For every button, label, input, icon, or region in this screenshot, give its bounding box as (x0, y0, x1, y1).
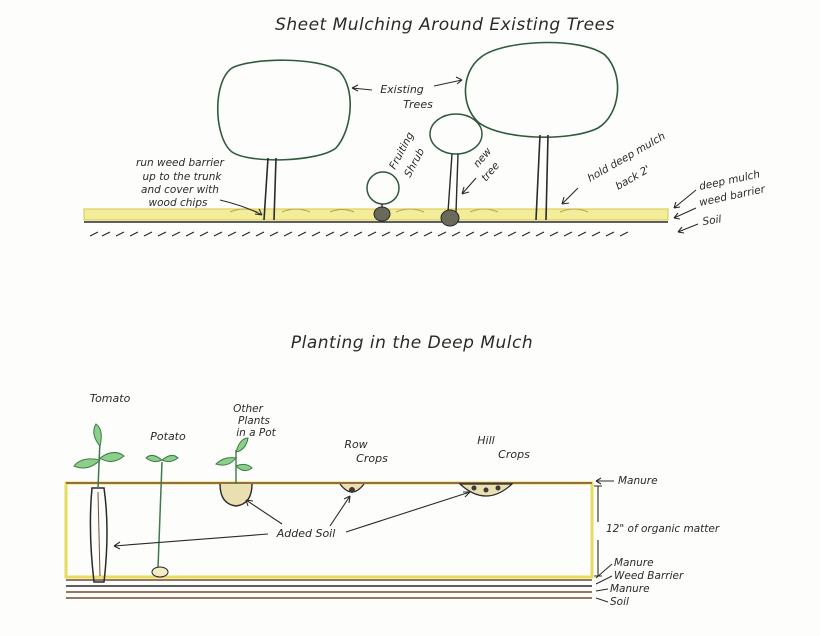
top-title: Sheet Mulching Around Existing Trees (275, 15, 615, 35)
other-plants-label-1: Other (233, 403, 263, 415)
top-soil-hatch (89, 231, 629, 237)
row-crop-seed (339, 483, 365, 493)
existing-trees-arrows (351, 76, 463, 92)
added-soil-arrows (113, 491, 471, 550)
tomato-plant (73, 423, 125, 583)
other-plants-label-2: Plants (238, 415, 270, 427)
potato-plant (145, 454, 179, 578)
new-tree-arrow (461, 177, 477, 195)
fruiting-shrub (366, 171, 400, 222)
top-layer-soil: Soil (702, 213, 722, 228)
new-tree (429, 113, 483, 227)
run-barrier-label-4: wood chips (149, 197, 208, 209)
bottom-layer-arrows (595, 563, 613, 603)
other-plants-label-3: in a Pot (236, 427, 276, 439)
tomato-label: Tomato (90, 392, 131, 405)
existing-tree-right (464, 41, 619, 221)
run-barrier-label-3: and cover with (141, 184, 219, 196)
layer-soil: Soil (610, 596, 629, 608)
bottom-title: Planting in the Deep Mulch (291, 333, 533, 353)
organic-matter-layer (64, 481, 594, 579)
existing-tree-left (217, 59, 351, 221)
layer-manure-mid: Manure (614, 557, 654, 569)
hill-crops-label-1: Hill (477, 434, 494, 447)
layer-manure-top: Manure (618, 475, 658, 487)
row-crops-label-2: Crops (356, 452, 388, 465)
hill-crops-label-2: Crops (498, 448, 530, 461)
added-soil-label: Added Soil (276, 527, 336, 540)
mulch-edge-marks (229, 208, 589, 213)
organic-matter-bracket (594, 485, 602, 577)
top-layer-arrows (673, 189, 699, 234)
layer-organic-matter: 12" of organic matter (606, 523, 720, 535)
existing-trees-label-1: Existing (380, 83, 424, 96)
bottom-mulch-bed (64, 481, 594, 599)
row-crops-label-1: Row (344, 438, 367, 451)
layer-manure-low: Manure (610, 583, 650, 595)
hill-crop-mound (458, 483, 514, 497)
existing-trees-label-2: Trees (403, 98, 433, 111)
run-barrier-label-2: up to the trunk (143, 171, 223, 183)
potted-plant (215, 437, 253, 507)
hold-mulch-arrow (561, 187, 579, 205)
run-barrier-arrow (219, 199, 263, 216)
potato-label: Potato (150, 430, 186, 443)
manure-top-arrow (595, 477, 614, 485)
layer-weed-barrier: Weed Barrier (614, 570, 684, 582)
run-barrier-label-1: run weed barrier (136, 157, 225, 169)
